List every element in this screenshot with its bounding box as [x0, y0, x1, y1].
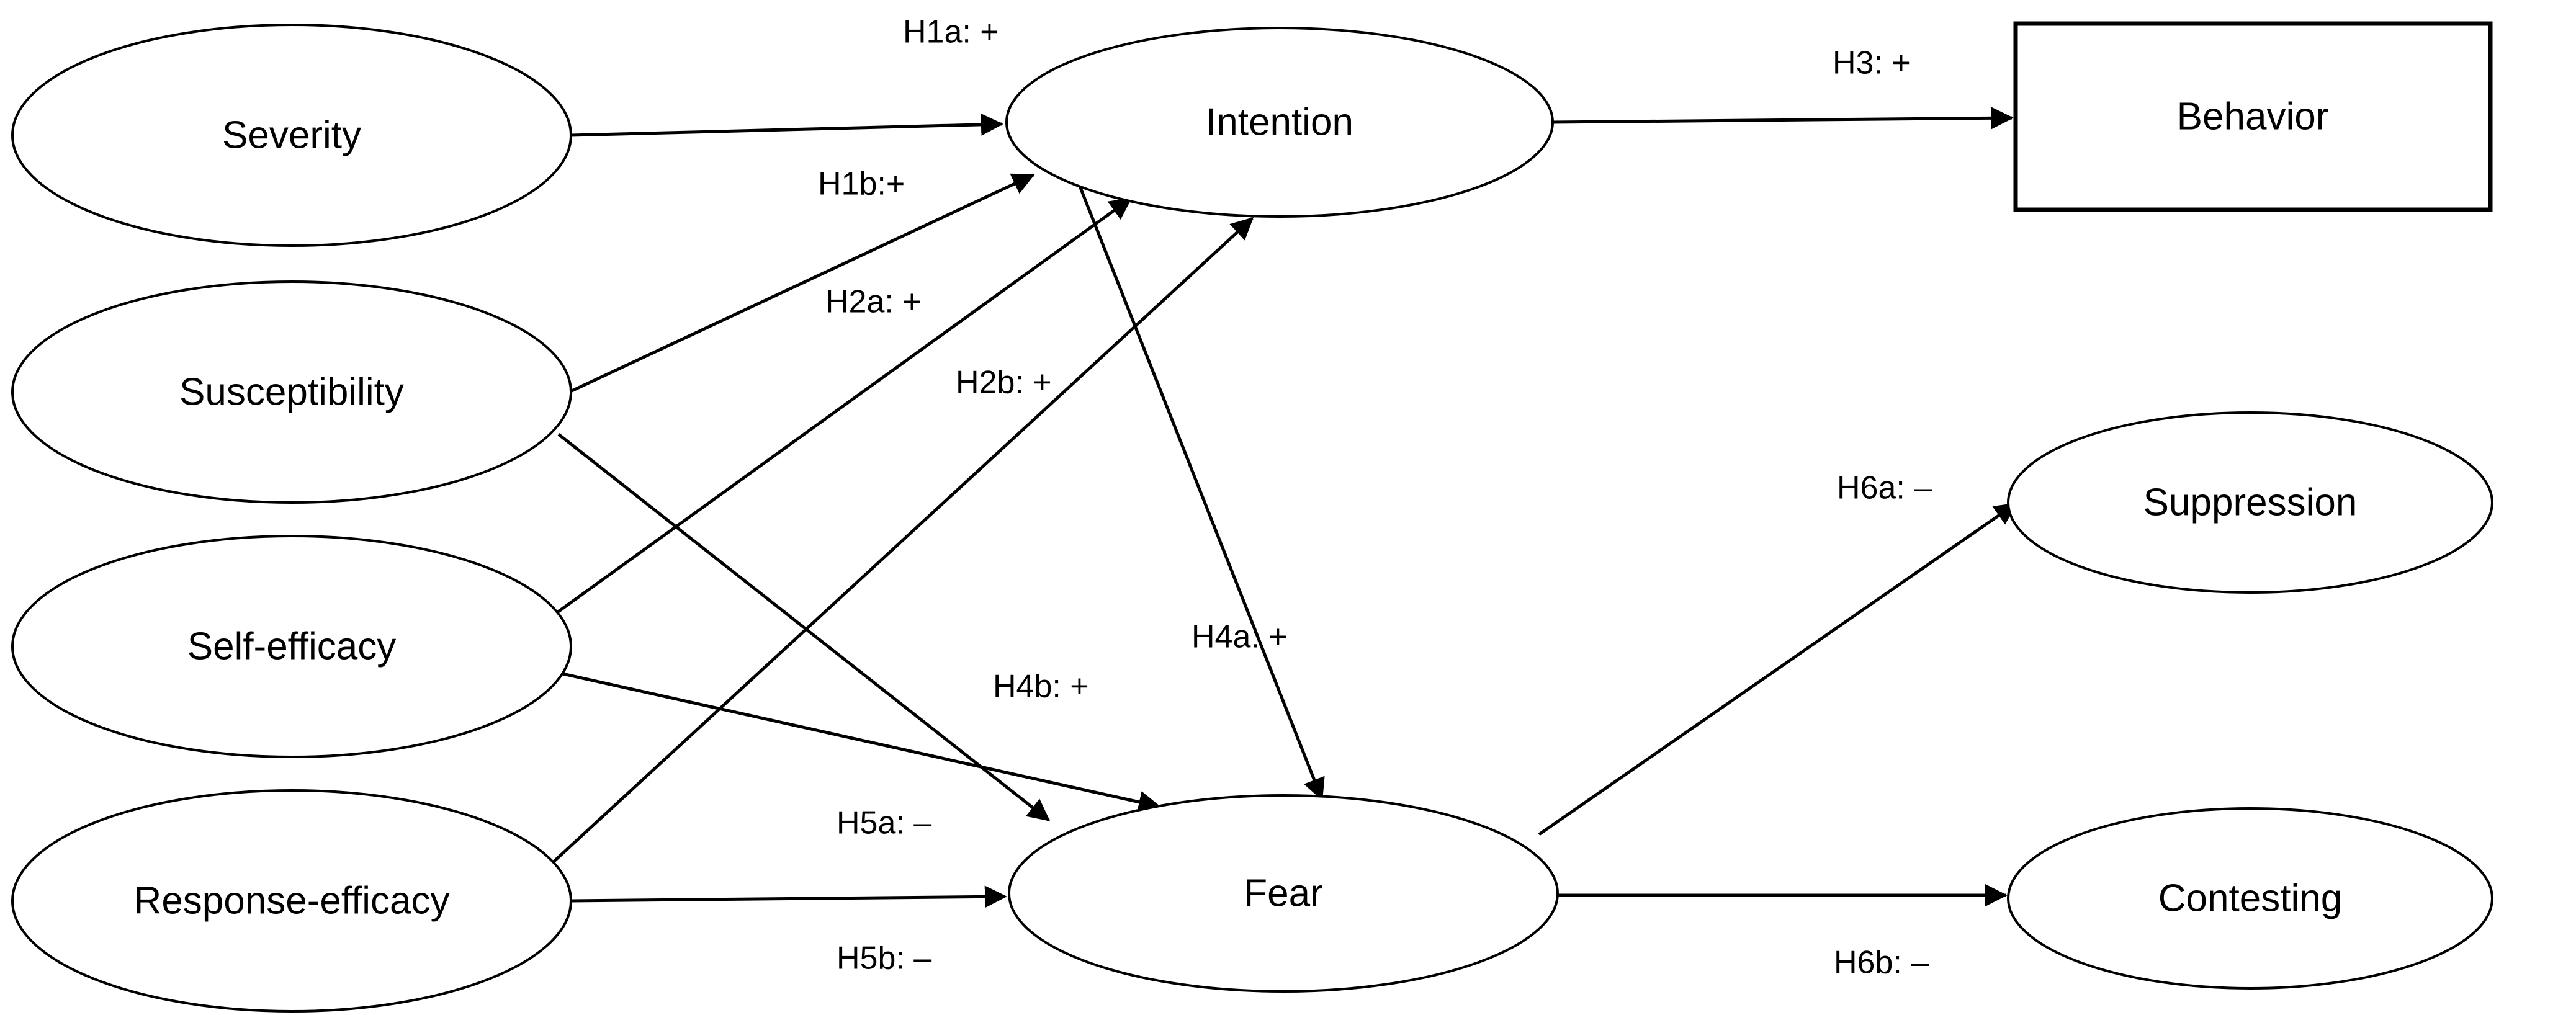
- edge-h1b[interactable]: [545, 197, 1133, 622]
- intention-label: Intention: [1206, 101, 1353, 143]
- edge-h4b[interactable]: [545, 668, 1161, 813]
- edge-label-h6b: H6b: –: [1834, 945, 1929, 981]
- edges-layer: [545, 107, 2017, 908]
- contesting-label: Contesting: [2158, 877, 2342, 919]
- edge-labels-layer: H1a: + H1b:+ H2a: + H2b: + H3: + H4a: + …: [818, 14, 1932, 981]
- edge-label-h4a: H4a: +: [1192, 619, 1288, 655]
- node-severity[interactable]: Severity: [11, 24, 572, 247]
- edge-label-h2a: H2a: +: [825, 284, 922, 320]
- response-efficacy-ellipse[interactable]: [11, 789, 572, 1013]
- behavior-label: Behavior: [2177, 95, 2329, 138]
- edge-label-h3: H3: +: [1833, 45, 1911, 81]
- edge-label-h4b: H4b: +: [993, 669, 1089, 705]
- self-efficacy-label: Self-efficacy: [187, 625, 397, 668]
- suppression-label: Suppression: [2143, 481, 2358, 524]
- severity-label: Severity: [222, 114, 361, 156]
- node-intention[interactable]: Intention: [1005, 27, 1554, 218]
- edge-label-h6a: H6a: –: [1837, 470, 1932, 506]
- suppression-ellipse[interactable]: [2007, 411, 2493, 594]
- edge-h1a[interactable]: [570, 113, 1003, 137]
- fear-label: Fear: [1244, 872, 1322, 914]
- intention-ellipse[interactable]: [1005, 27, 1554, 218]
- edge-h4a[interactable]: [1078, 186, 1325, 801]
- edge-label-h1b: H1b:+: [818, 166, 905, 202]
- node-response-efficacy[interactable]: Response-efficacy: [11, 789, 572, 1013]
- edge-h5a[interactable]: [557, 433, 1051, 821]
- edge-label-h2b: H2b: +: [956, 365, 1052, 401]
- behavior-rect[interactable]: [2013, 21, 2493, 212]
- node-susceptibility[interactable]: Susceptibility: [11, 280, 572, 504]
- severity-ellipse[interactable]: [11, 24, 572, 247]
- nodes-layer: Severity Susceptibility Self-efficacy Re…: [11, 21, 2493, 1013]
- edge-h6a[interactable]: [1538, 502, 2017, 836]
- edge-h2a[interactable]: [557, 173, 1035, 399]
- node-behavior[interactable]: Behavior: [2013, 21, 2493, 212]
- node-suppression[interactable]: Suppression: [2007, 411, 2493, 594]
- self-efficacy-ellipse[interactable]: [11, 535, 572, 758]
- susceptibility-label: Susceptibility: [179, 370, 404, 413]
- edge-h3[interactable]: [1552, 107, 2014, 130]
- edge-label-h5b: H5b: –: [837, 941, 931, 977]
- response-efficacy-label: Response-efficacy: [134, 879, 450, 922]
- edge-label-h5a: H5a: –: [837, 805, 931, 841]
- node-fear[interactable]: Fear: [1008, 794, 1559, 993]
- node-self-efficacy[interactable]: Self-efficacy: [11, 535, 572, 758]
- fear-ellipse[interactable]: [1008, 794, 1559, 993]
- edge-label-h1a: H1a: +: [903, 14, 999, 50]
- contesting-ellipse[interactable]: [2007, 807, 2493, 990]
- node-contesting[interactable]: Contesting: [2007, 807, 2493, 990]
- edge-h5b[interactable]: [570, 885, 1007, 908]
- susceptibility-ellipse[interactable]: [11, 280, 572, 504]
